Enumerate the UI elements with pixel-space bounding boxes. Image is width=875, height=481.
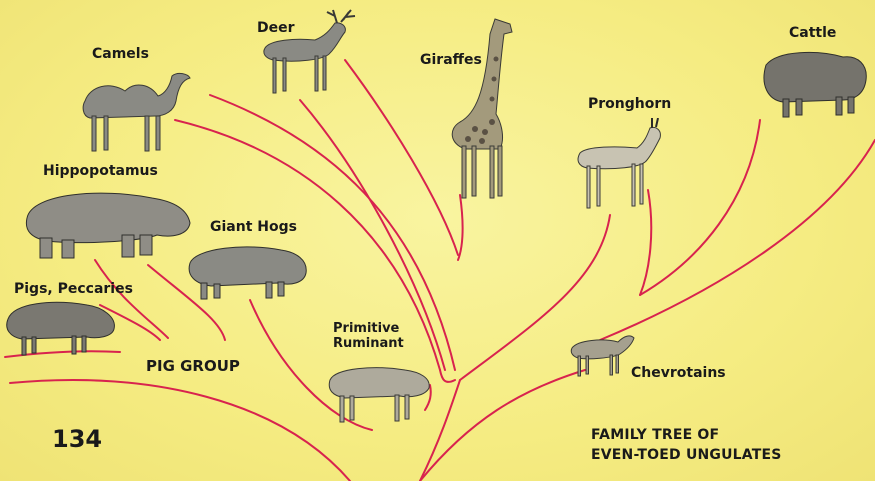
giant-hog-illustration	[186, 238, 311, 303]
page-number: 134	[52, 425, 102, 453]
label-primitive-ruminant: Primitive Ruminant	[333, 322, 404, 352]
label-pigs-peccaries: Pigs, Peccaries	[14, 281, 133, 297]
label-hippopotamus: Hippopotamus	[43, 163, 158, 179]
peccary-illustration	[2, 297, 122, 359]
label-deer: Deer	[257, 20, 295, 36]
label-chevrotains: Chevrotains	[631, 365, 726, 381]
label-primitive-ruminant-line2: Ruminant	[333, 337, 404, 352]
label-giraffes: Giraffes	[420, 52, 482, 68]
primitive-ruminant-illustration	[325, 360, 435, 428]
branch-giraffe	[458, 195, 463, 260]
hippopotamus-illustration	[22, 183, 192, 263]
label-pig-group: PIG GROUP	[146, 358, 240, 375]
camel-illustration	[70, 66, 200, 156]
caption-line-2: EVEN-TOED UNGULATES	[591, 445, 782, 465]
label-giant-hogs: Giant Hogs	[210, 219, 297, 235]
cattle-illustration	[758, 45, 873, 120]
giraffe-illustration	[440, 14, 530, 204]
label-primitive-ruminant-line1: Primitive	[333, 322, 404, 337]
caption-line-1: FAMILY TREE OF	[591, 425, 782, 445]
branch-hogs-to-trunk	[440, 370, 455, 382]
pronghorn-illustration	[572, 118, 677, 213]
label-cattle: Cattle	[789, 25, 836, 41]
chevrotain-illustration	[568, 330, 640, 380]
label-camels: Camels	[92, 46, 149, 62]
label-pronghorn: Pronghorn	[588, 96, 671, 112]
figure-caption: FAMILY TREE OF EVEN-TOED UNGULATES	[591, 425, 782, 466]
